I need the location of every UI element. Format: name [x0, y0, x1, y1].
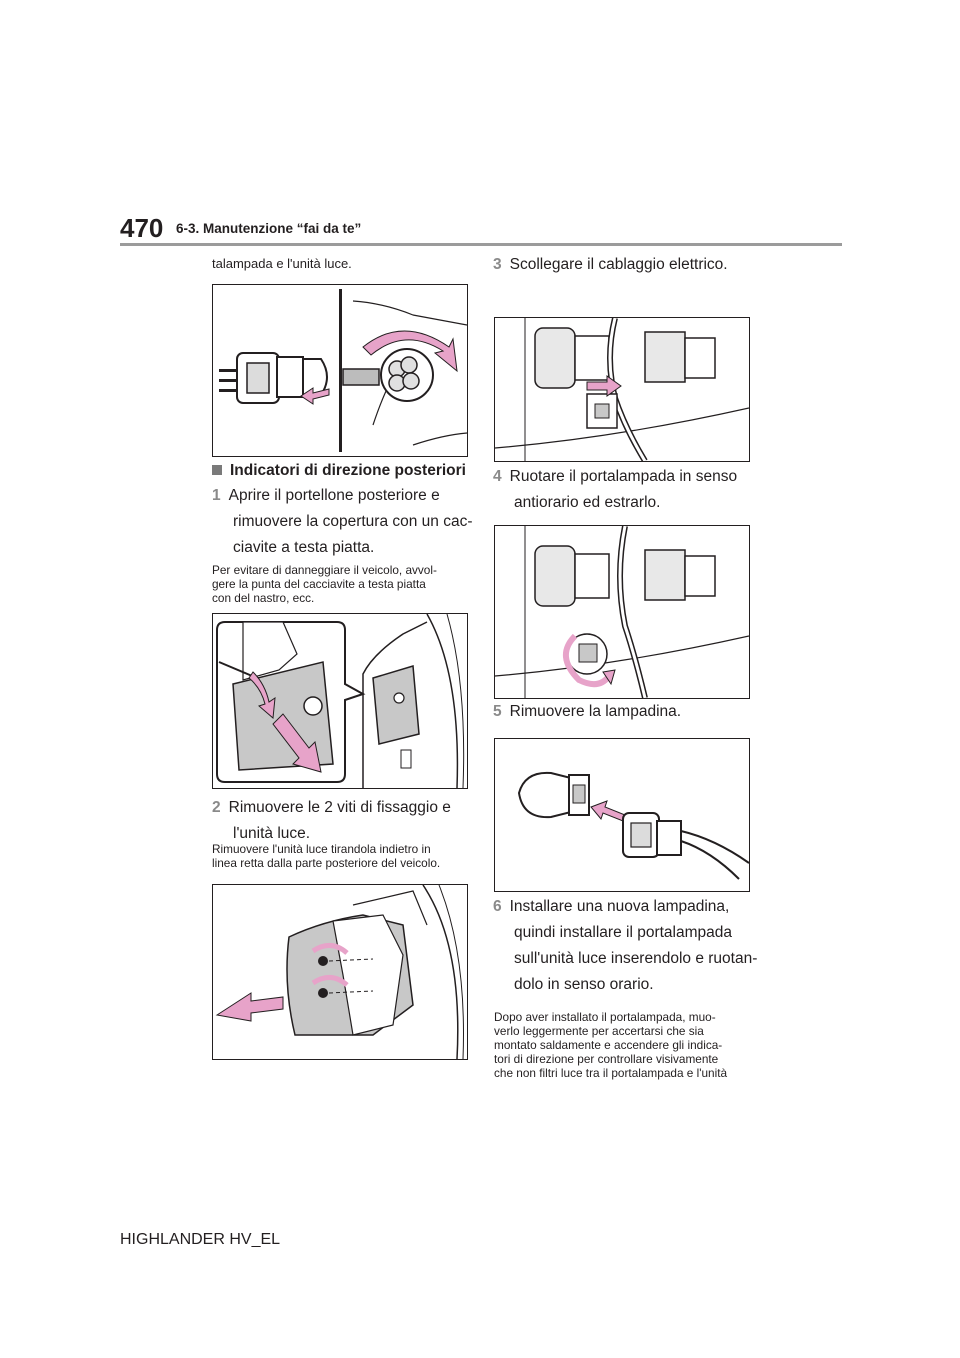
step-text-line: rimuovere la copertura con un cac-: [233, 513, 473, 530]
note-line: con del nastro, ecc.: [212, 591, 315, 605]
note-line: montato saldamente e accendere gli indic…: [494, 1038, 723, 1052]
intro-text: talampada e l'unità luce.: [212, 256, 352, 271]
step-6: 6 Installare una nuova lampadina, quindi …: [493, 894, 757, 998]
step-text-line: Rimuovere la lampadina.: [509, 703, 682, 720]
figure-disconnect-harness: [494, 317, 750, 462]
figure-light-unit-removal: [212, 884, 468, 1060]
note-2: Rimuovere l'unità luce tirandola indietr…: [212, 842, 440, 870]
step-3: 3 Scollegare il cablaggio elettrico.: [493, 252, 728, 278]
step-text-line: Rimuovere le 2 viti di fissaggio e: [228, 799, 451, 816]
remove-bulb-illustration: [517, 771, 749, 880]
note-line: Per evitare di danneggiare il veicolo, a…: [212, 563, 437, 577]
figure-bulb-socket-removal: [212, 284, 468, 457]
step-text-line: Aprire il portellone posteriore e: [228, 487, 440, 504]
step-5: 5 Rimuovere la lampadina.: [493, 699, 681, 725]
step-text-line: l'unità luce.: [233, 825, 311, 842]
step-number: 6: [493, 898, 502, 915]
note-1: Per evitare di danneggiare il veicolo, a…: [212, 563, 437, 605]
step-1: 1 Aprire il portellone posteriore e rimuo…: [212, 483, 473, 561]
cover-removal-illustration: [216, 614, 465, 788]
bulb-socket-illustration: [219, 289, 467, 452]
figure-remove-bulb: [494, 738, 750, 892]
step-text-line: quindi installare il portalampada: [514, 924, 732, 941]
note-line: verlo leggermente per accertarsi che sia: [494, 1024, 704, 1038]
step-text-line: Ruotare il portalampada in senso: [509, 468, 738, 485]
harness-illustration: [495, 318, 749, 461]
note-line: che non filtri luce tra il portalampada …: [494, 1066, 728, 1080]
step-number: 5: [493, 703, 502, 720]
note-line: gere la punta del cacciavite a testa pia…: [212, 577, 426, 591]
section-heading: Indicatori di direzione posteriori: [212, 462, 466, 480]
heading-text: Indicatori di direzione posteriori: [230, 462, 466, 479]
light-unit-illustration: [215, 885, 464, 1059]
note-line: Dopo aver installato il portalampada, mu…: [494, 1010, 716, 1024]
step-text-line: antiorario ed estrarlo.: [514, 494, 661, 511]
figure-rotate-socket: [494, 525, 750, 699]
step-text-line: dolo in senso orario.: [514, 976, 654, 993]
step-text-line: Installare una nuova lampadina,: [509, 898, 730, 915]
step-number: 2: [212, 799, 221, 816]
note-6: Dopo aver installato il portalampada, mu…: [494, 1010, 727, 1080]
step-number: 1: [212, 487, 221, 504]
heading-square-icon: [212, 465, 222, 475]
step-text-line: ciavite a testa piatta.: [233, 539, 375, 556]
footer-model: HIGHLANDER HV_EL: [120, 1231, 281, 1248]
step-text-line: Scollegare il cablaggio elettrico.: [509, 256, 728, 273]
header-rule: [120, 243, 842, 246]
note-line: Rimuovere l'unità luce tirandola indietr…: [212, 842, 431, 856]
page-number: 470: [120, 213, 164, 243]
step-number: 3: [493, 256, 502, 273]
note-line: tori di direzione per controllare visiva…: [494, 1052, 719, 1066]
rotate-socket-illustration: [495, 526, 749, 698]
figure-cover-removal: [212, 613, 468, 789]
step-4: 4 Ruotare il portalampada in senso antior…: [493, 464, 737, 516]
step-2: 2 Rimuovere le 2 viti di fissaggio e l'un…: [212, 795, 451, 847]
note-line: linea retta dalla parte posteriore del v…: [212, 856, 441, 870]
step-text-line: sull'unità luce inserendolo e ruotan-: [514, 950, 758, 967]
section-title: 6-3. Manutenzione “fai da te”: [176, 221, 362, 236]
step-number: 4: [493, 468, 502, 485]
